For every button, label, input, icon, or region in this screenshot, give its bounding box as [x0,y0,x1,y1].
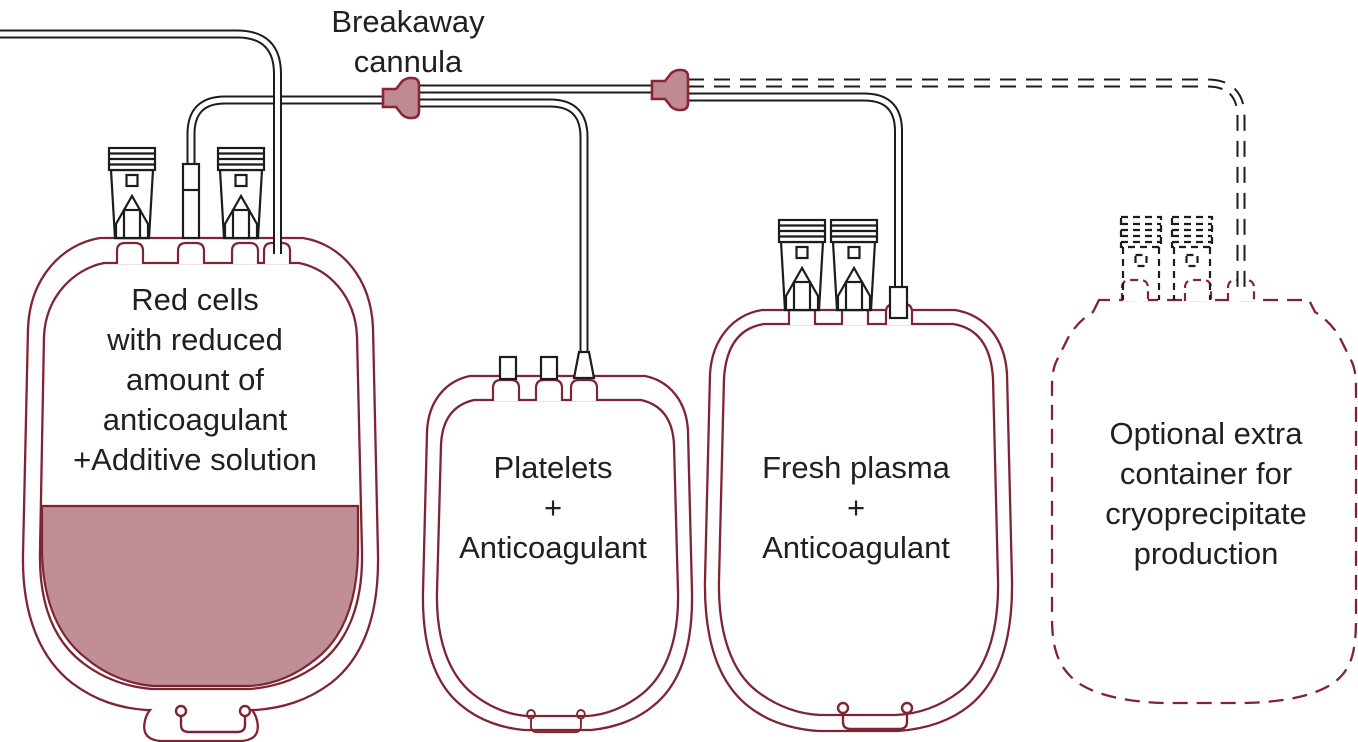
fresh-plasma-tube-sleeve [888,285,909,320]
optional-cryo-outline [1050,298,1358,705]
platelets-bag-inner-outline [435,398,680,718]
fresh-plasma-bag-label: Fresh plasma + Anticoagulant [762,450,950,565]
fresh-plasma-port-cap-2 [829,218,879,312]
red-cells-port-nub-3 [230,241,260,266]
breakaway-cannula-connector-2 [650,68,690,112]
platelets-port-nub-2 [534,378,564,403]
platelets-port-nub-3 [569,378,599,403]
fresh-plasma-bag [703,302,1014,733]
platelets-bag [421,374,694,734]
red-cells-tube-sleeve [181,162,201,240]
red-cells-blood-fill [40,504,360,688]
breakaway-cannula-label: Breakaway cannula [331,4,485,79]
platelets-port-nub-1 [491,378,521,403]
platelets-port-stub-2 [539,355,559,381]
red-cells-bag-label: Red cells with reduced amount of anticoa… [73,282,317,477]
red-cells-port-cap-1 [107,146,157,240]
platelets-bag-label: Platelets + Anticoagulant [459,450,647,565]
red-cells-bag [21,236,380,742]
optional-cryo-port-nub-1 [1120,278,1150,303]
platelets-tube-sleeve [572,350,596,380]
optional-cryo-container [1050,278,1358,705]
optional-cryo-container-label: Optional extra container for cryoprecipi… [1105,416,1307,571]
red-cells-port-nub-1 [115,241,145,266]
red-cells-to-cannula-tube [186,95,383,172]
cannula2-to-optional-container-tube [688,78,1246,292]
breakaway-cannula-connector-1 [381,76,421,120]
red-cells-port-cap-2 [216,146,266,240]
donor-line-tube [0,29,282,254]
cannula2-to-plasma-tube [688,92,903,300]
fresh-plasma-bag-inner-outline [717,322,1000,717]
fresh-plasma-port-cap-1 [777,218,827,312]
tubing [0,29,1246,356]
optional-cryo-port-nub-2 [1183,278,1213,303]
port-fittings [107,146,1214,381]
red-cells-port-nub-2 [176,241,206,266]
cannula1-to-platelets-tube [419,98,589,356]
platelets-port-stub-1 [498,355,518,381]
